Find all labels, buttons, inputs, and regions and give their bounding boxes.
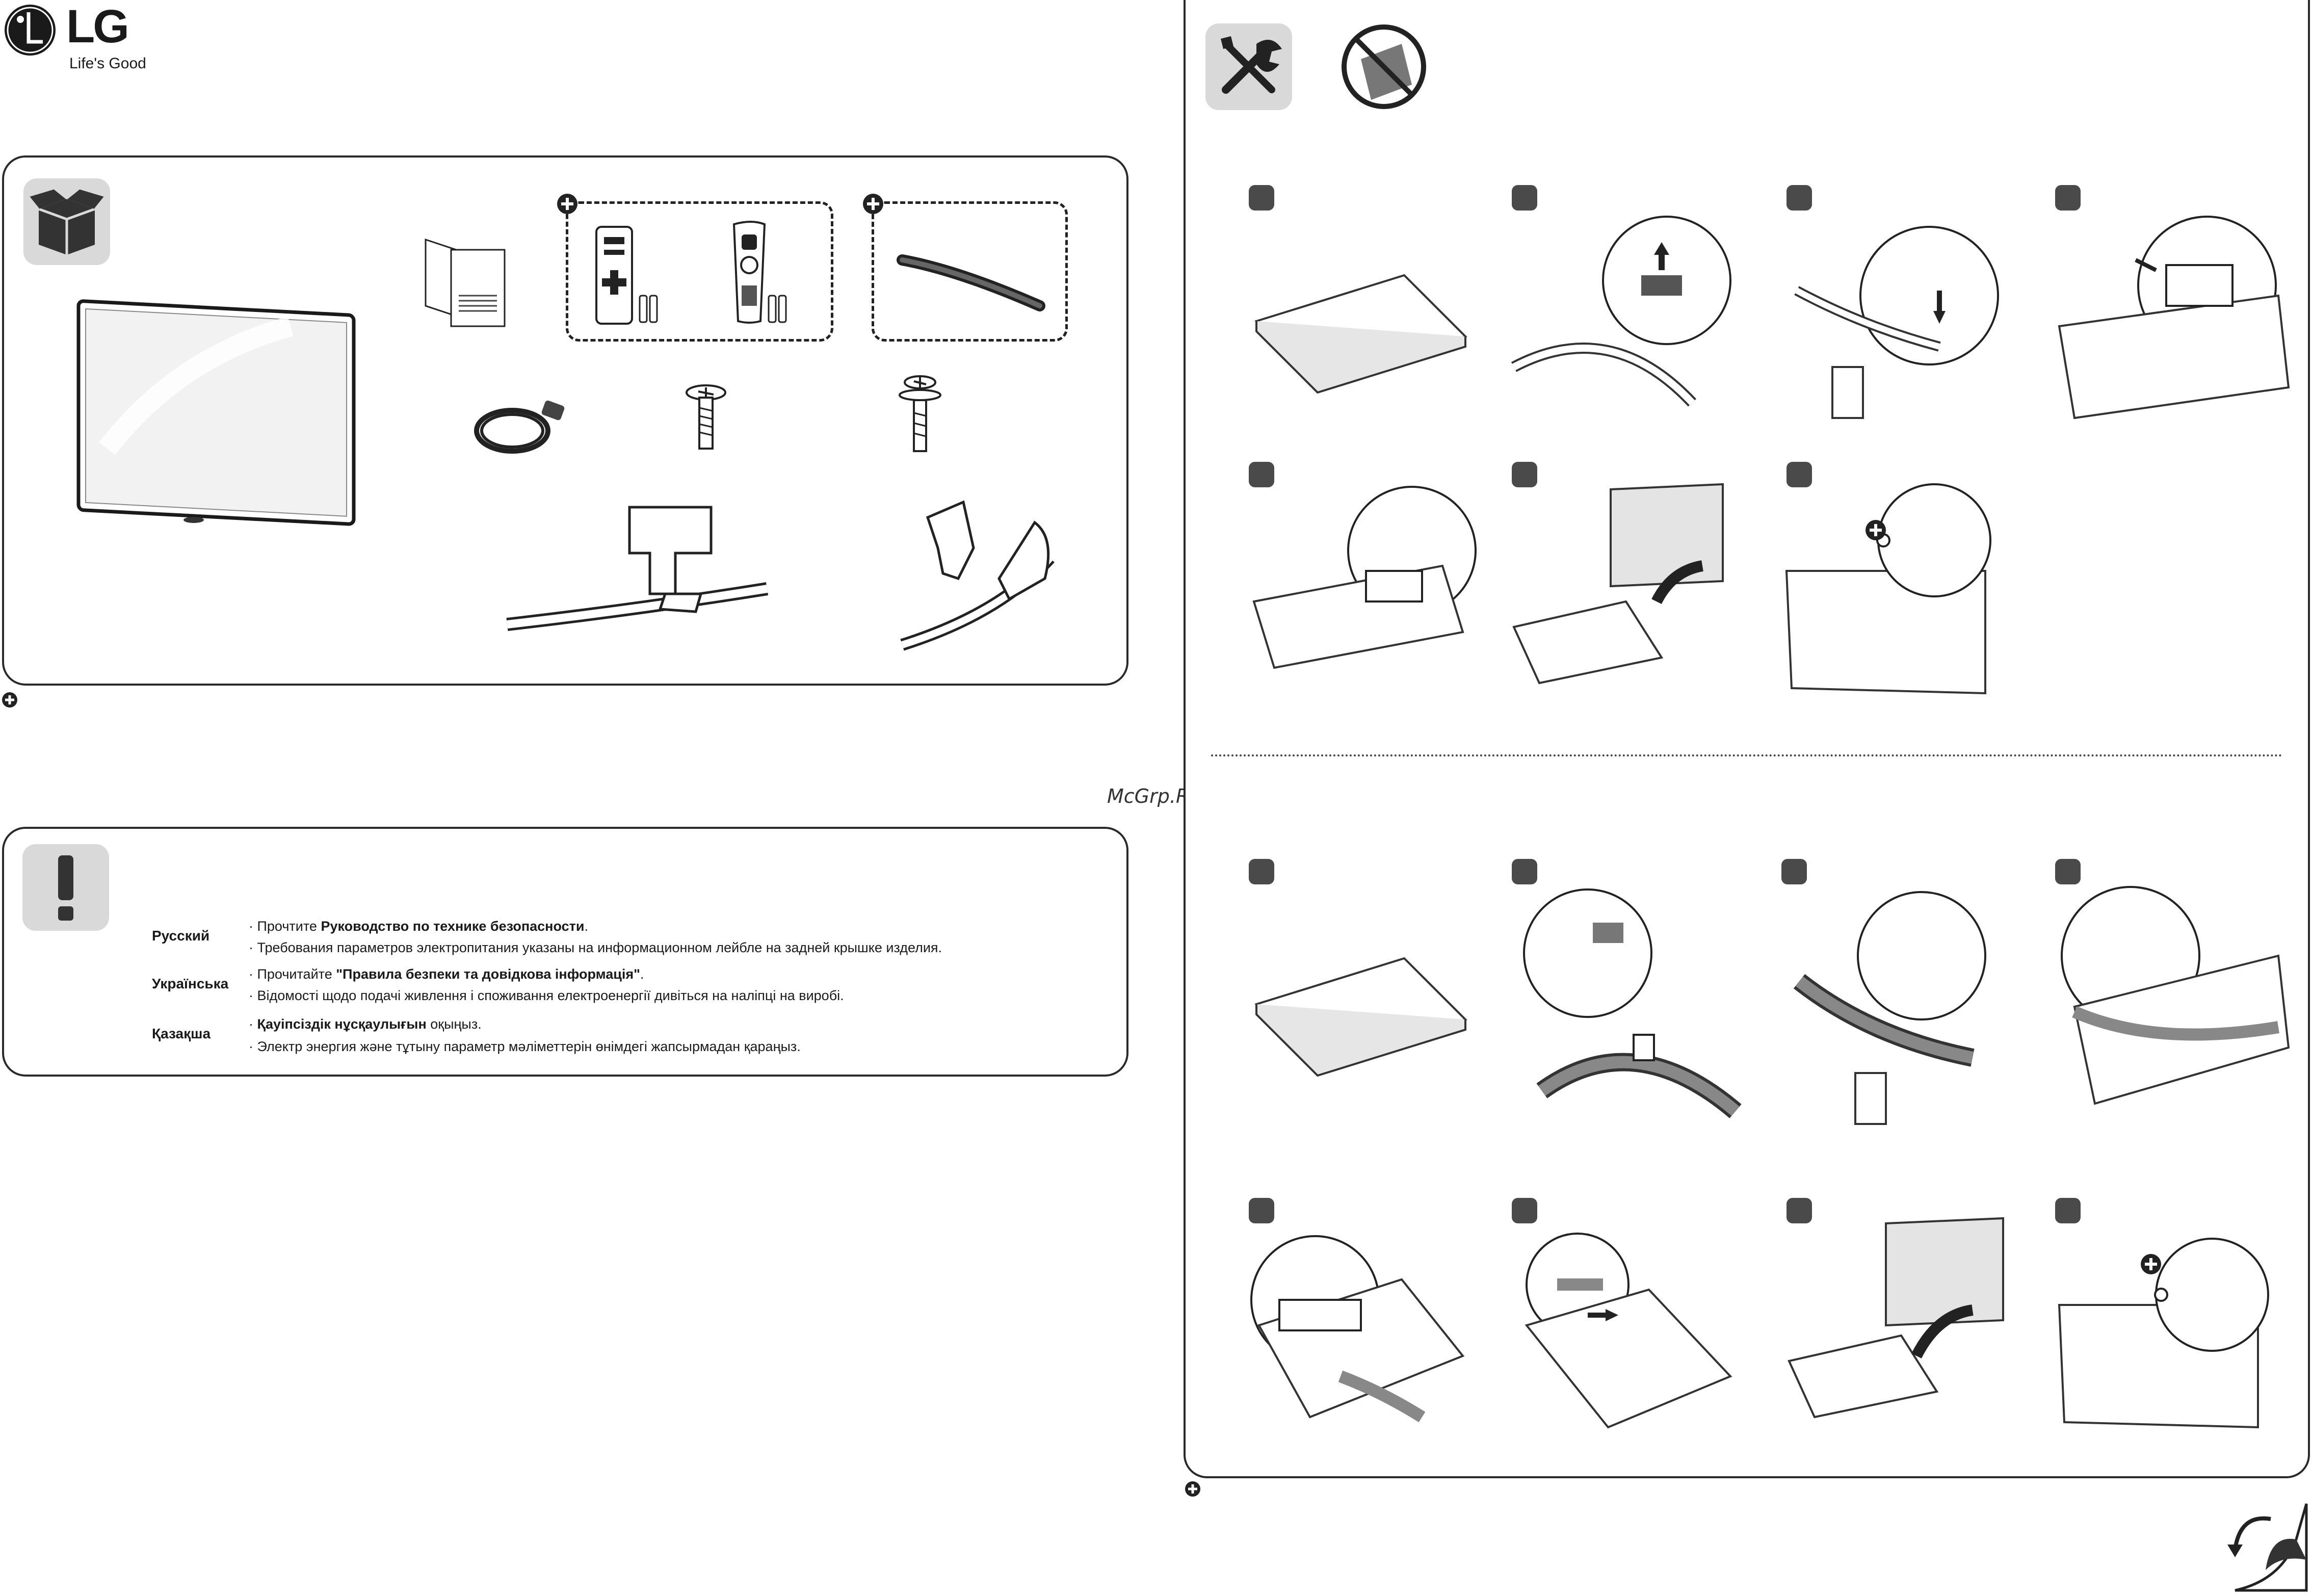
safety-text: . <box>584 919 588 934</box>
box-icon-tile <box>23 178 110 265</box>
screw-washer-icon <box>899 375 941 452</box>
safety-line-uk-2: · Відомості щодо подачі живлення і спожи… <box>249 988 844 1003</box>
stand-front-icon <box>506 506 769 631</box>
warning-icon-tile <box>22 844 109 931</box>
step-illustration <box>2058 216 2290 420</box>
safety-text: Электр энергия және тұтыну параметр мәлі… <box>257 1039 801 1054</box>
step-badge <box>1249 1198 1274 1223</box>
step-badge <box>1786 462 1812 487</box>
step-badge <box>2055 185 2081 211</box>
lg-tagline: Life's Good <box>69 55 146 72</box>
lg-logo: LG Life's Good <box>0 0 163 76</box>
step-badge <box>1249 462 1274 487</box>
optional-plus-icon-2 <box>863 194 883 214</box>
step-illustration <box>1793 891 1986 1125</box>
step-badge <box>1512 859 1537 884</box>
optional-plus-icon <box>557 194 577 214</box>
open-box-icon <box>27 188 107 255</box>
safety-text: оқыңыз. <box>426 1016 482 1032</box>
language-label-kk: Қазақша <box>152 1026 211 1041</box>
lg-logo-mark <box>5 5 56 56</box>
manuals-icon <box>425 238 506 327</box>
exclamation-icon <box>58 855 73 921</box>
step-badge <box>2055 859 2081 884</box>
power-cable-icon <box>474 400 565 454</box>
step-badge <box>1781 859 1807 884</box>
safety-text: Прочтите <box>257 919 321 934</box>
step-badge <box>2055 1198 2081 1223</box>
tv-illustration <box>76 299 356 526</box>
safety-bold-text: Қауіпсіздік нұсқаулығын <box>257 1016 427 1032</box>
safety-line-kk-1: · Қауіпсіздік нұсқаулығын оқыңыз. <box>249 1016 482 1032</box>
tools-icon-tile <box>1205 23 1292 110</box>
step-badge <box>1512 185 1537 211</box>
step-illustration <box>1525 1233 1732 1429</box>
step-badge <box>1786 1198 1812 1223</box>
step-badge <box>1786 185 1812 211</box>
safety-text: Прочитайте <box>257 966 336 982</box>
footnote-plus-icon-2 <box>1185 1481 1200 1497</box>
safety-bold-text: Руководство по технике безопасности <box>321 919 585 934</box>
safety-line-ru-2: · Требования параметров электропитания у… <box>249 940 942 955</box>
step-illustration <box>1512 483 1724 685</box>
section-separator <box>1211 754 2282 756</box>
step-illustration <box>1788 1217 2004 1419</box>
step-illustration <box>1785 483 1991 695</box>
safety-line-kk-2: · Электр энергия және тұтыну параметр мә… <box>249 1039 801 1054</box>
step-badge <box>1249 859 1274 884</box>
language-label-uk: Українська <box>152 976 229 991</box>
language-label-ru: Русский <box>152 928 210 944</box>
step-illustration <box>2061 886 2290 1105</box>
safety-bold-text: "Правила безпеки та довідкова інформація… <box>336 966 640 982</box>
safety-text: Требования параметров электропитания ука… <box>257 940 942 955</box>
step-illustration <box>1250 1235 1465 1423</box>
step-illustration <box>1254 274 1467 394</box>
assembly-panel <box>1184 0 2310 1478</box>
step-illustration <box>1523 888 1742 1118</box>
safety-line-ru-1: · Прочтите Руководство по технике безопа… <box>249 919 588 934</box>
step-badge <box>1512 1198 1537 1223</box>
no-liquid-icon <box>1342 24 1426 109</box>
safety-text: . <box>640 966 644 982</box>
standard-remote-icon <box>595 226 658 325</box>
step-illustration <box>1254 957 1467 1077</box>
step-illustration <box>2058 1238 2269 1429</box>
cable-holder-optional-box <box>872 201 1068 342</box>
tools-icon <box>1221 36 1282 94</box>
page-turn-icon <box>2227 1503 2308 1592</box>
step-illustration <box>1252 486 1477 669</box>
footnote-plus-icon <box>2 692 17 708</box>
lg-logo-text: LG <box>66 1 129 53</box>
screw-icon <box>686 384 726 450</box>
cable-holder-icon <box>897 254 1045 311</box>
safety-line-uk-1: · Прочитайте "Правила безпеки та довідко… <box>249 966 644 982</box>
stand-side-icon <box>900 500 1055 651</box>
magic-remote-icon <box>732 221 787 324</box>
step-illustration <box>1794 226 1999 419</box>
remote-controls-optional-box <box>566 201 833 342</box>
optional-plus-icon-3 <box>1866 520 1886 540</box>
safety-panel <box>2 827 1128 1077</box>
step-illustration <box>1511 216 1731 407</box>
optional-plus-icon-4 <box>2141 1254 2161 1274</box>
step-badge <box>1512 462 1537 487</box>
safety-text: Відомості щодо подачі живлення і спожива… <box>257 988 844 1003</box>
step-badge <box>1249 185 1274 211</box>
